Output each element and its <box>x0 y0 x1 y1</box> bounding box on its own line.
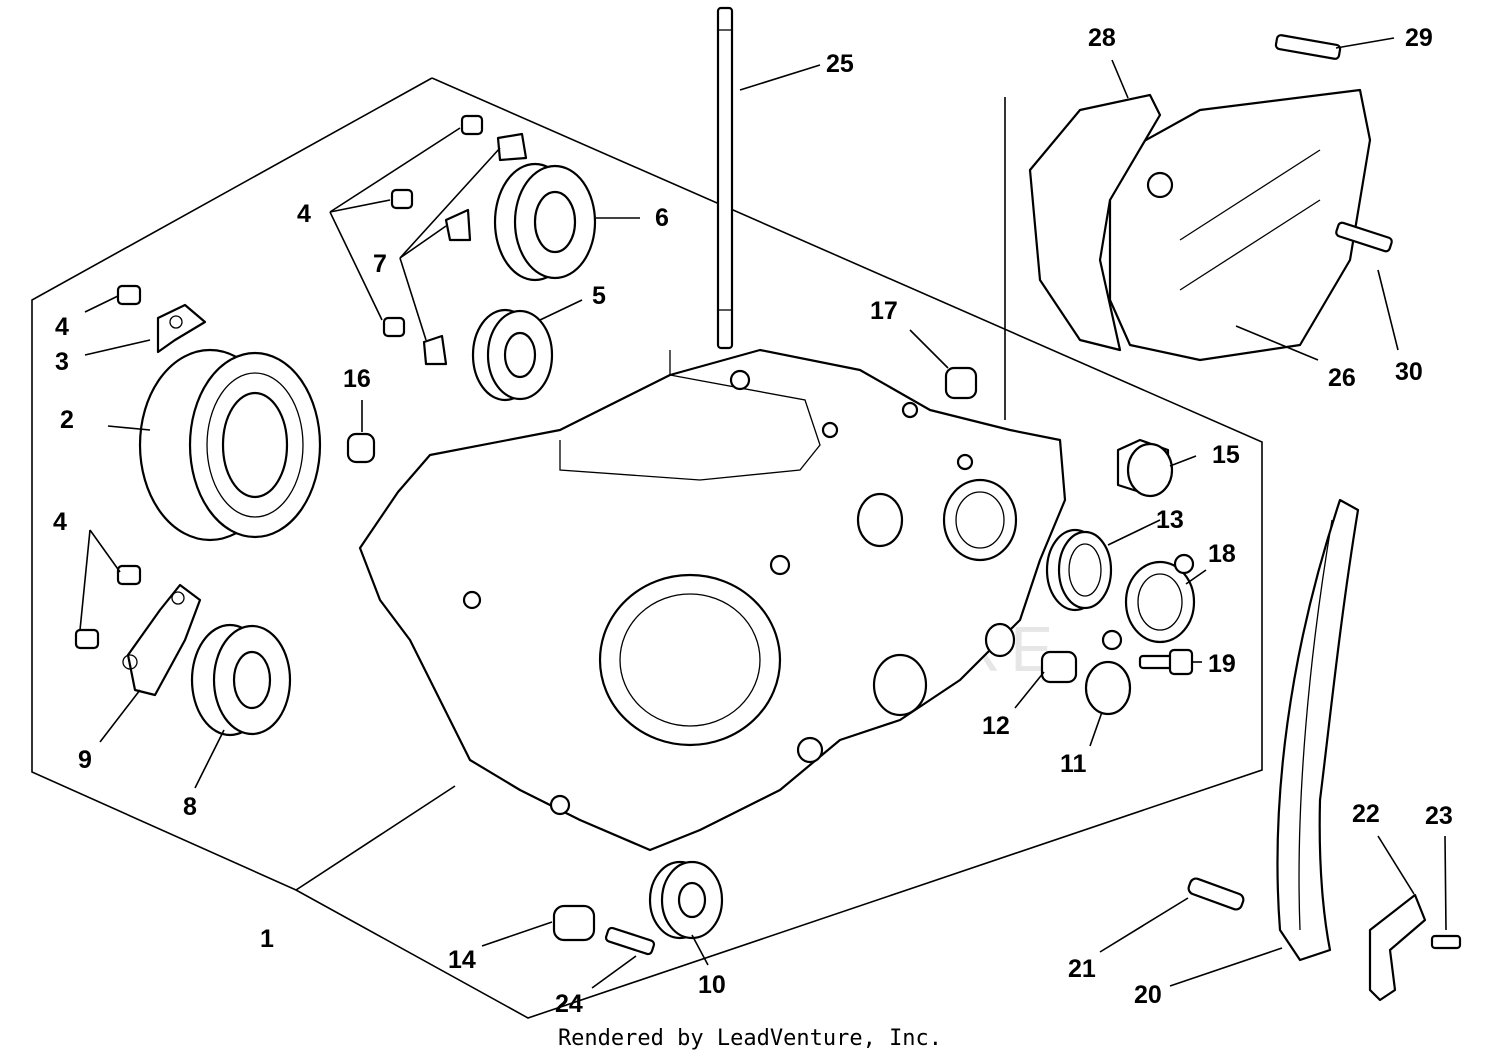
leader-lines <box>79 37 1447 989</box>
footer-credit: Rendered by LeadVenture, Inc. <box>557 1026 943 1051</box>
callout-24: 24 <box>555 990 583 1018</box>
chain-guide-20 <box>1276 498 1360 962</box>
callout-23: 23 <box>1425 802 1453 830</box>
retainer-plate-9 <box>122 583 202 697</box>
callout-9: 9 <box>78 746 92 774</box>
bolt-24 <box>604 926 656 956</box>
callout-4a: 4 <box>55 313 69 341</box>
callout-17: 17 <box>870 297 898 325</box>
dowel-17 <box>944 366 978 400</box>
bearing-10-part <box>648 860 724 940</box>
callout-18: 18 <box>1208 540 1236 568</box>
callout-15: 15 <box>1212 441 1240 469</box>
screw-30 <box>1335 221 1393 253</box>
dowel-16 <box>346 432 376 464</box>
callout-11: 11 <box>1060 750 1087 778</box>
callout-20: 20 <box>1134 981 1162 1009</box>
callout-labels: 1 2 3 4 4 4 5 6 7 8 9 10 11 12 13 14 15 … <box>53 24 1453 1018</box>
sleeve-14 <box>552 904 596 942</box>
callout-4b: 4 <box>297 200 311 228</box>
callout-19: 19 <box>1208 650 1236 678</box>
callout-25: 25 <box>826 50 854 78</box>
callout-2: 2 <box>60 406 74 434</box>
callout-26: 26 <box>1328 364 1356 392</box>
callout-22: 22 <box>1352 800 1380 828</box>
callout-21: 21 <box>1068 955 1096 983</box>
gasket-28 <box>1028 93 1162 352</box>
callout-10: 10 <box>698 971 726 999</box>
assembly-boundary <box>31 77 1263 1019</box>
dowel-12 <box>1040 650 1078 684</box>
stud-part <box>716 6 734 350</box>
cover-26 <box>1108 88 1372 362</box>
pin-21 <box>1187 877 1245 911</box>
callout-13: 13 <box>1156 506 1184 534</box>
callout-28: 28 <box>1088 24 1116 52</box>
crankcase-part <box>358 348 1067 852</box>
callout-8: 8 <box>183 793 197 821</box>
callout-30: 30 <box>1395 358 1423 386</box>
bracket-22 <box>1368 893 1427 1002</box>
callout-12: 12 <box>982 712 1010 740</box>
bearing-8-part <box>190 623 292 737</box>
screw-29 <box>1274 34 1342 60</box>
collar-11 <box>1084 660 1132 716</box>
bushing-15 <box>1116 438 1174 498</box>
callout-29: 29 <box>1405 24 1433 52</box>
plate-18 <box>1101 553 1196 651</box>
bearing-6-part <box>493 162 597 282</box>
bearing-5-part <box>471 308 554 402</box>
callout-3: 3 <box>55 348 69 376</box>
callout-14: 14 <box>448 946 476 974</box>
callout-1: 1 <box>260 925 274 953</box>
callout-16: 16 <box>343 365 371 393</box>
callout-5: 5 <box>592 282 606 310</box>
retainer-plate-3 <box>156 303 207 354</box>
callout-6: 6 <box>655 204 669 232</box>
plates-7 <box>422 132 528 366</box>
screw-23 <box>1430 934 1462 950</box>
callout-4c: 4 <box>53 508 67 536</box>
bolt-19 <box>1138 648 1194 676</box>
seal-13 <box>1045 528 1113 612</box>
callout-7: 7 <box>373 250 387 278</box>
bearing-2-part <box>138 348 322 542</box>
screws-4 <box>74 114 484 650</box>
